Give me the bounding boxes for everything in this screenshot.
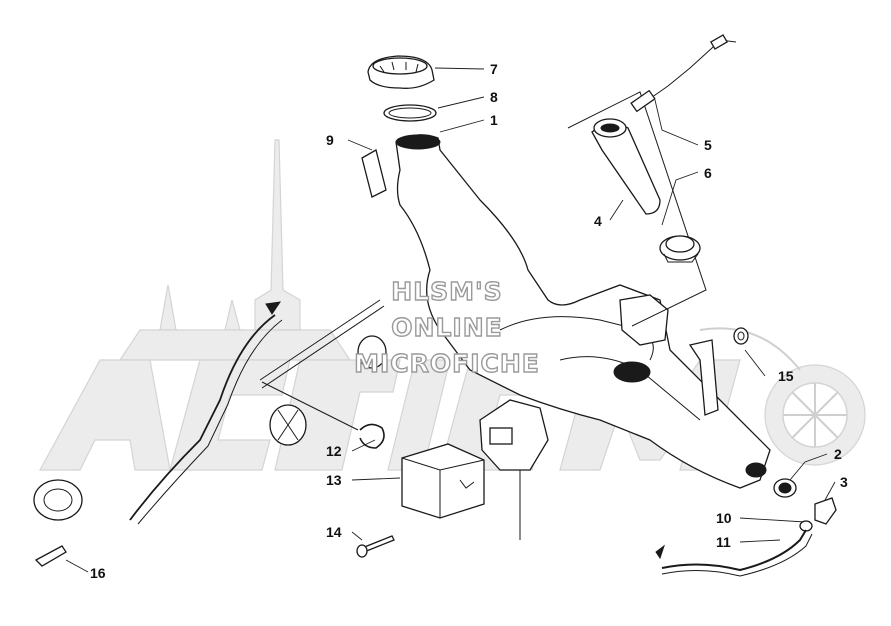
elbow-fitting-part[interactable] xyxy=(814,497,837,525)
nut-part[interactable] xyxy=(733,327,749,345)
decal-part[interactable] xyxy=(361,149,387,198)
callout-labels: 7 8 1 9 5 6 4 15 2 3 10 11 12 13 14 16 xyxy=(90,61,848,581)
sender-nut-part[interactable] xyxy=(659,235,701,263)
callout-11: 11 xyxy=(716,534,731,550)
callout-12: 12 xyxy=(326,443,342,459)
callout-1: 1 xyxy=(490,112,498,128)
clip-part[interactable] xyxy=(359,423,385,449)
callout-14: 14 xyxy=(326,524,342,540)
fuel-sender-part[interactable] xyxy=(591,118,661,215)
callout-7: 7 xyxy=(490,61,498,77)
vent-hose-part[interactable] xyxy=(655,529,813,577)
mounting-block-part[interactable] xyxy=(401,443,485,519)
callout-10: 10 xyxy=(716,510,732,526)
callout-6: 6 xyxy=(704,165,712,181)
hlsm-watermark: HLSM'S ONLINE MICROFICHE xyxy=(353,276,540,378)
callout-5: 5 xyxy=(704,137,712,153)
fuel-sender-wire-part[interactable] xyxy=(630,34,737,113)
bolt-part[interactable] xyxy=(356,535,395,558)
callout-9: 9 xyxy=(326,132,334,148)
leader-lines xyxy=(65,67,836,573)
cap-gasket-part[interactable] xyxy=(383,104,437,122)
callout-8: 8 xyxy=(490,89,498,105)
watermark-line-1: HLSM'S xyxy=(391,277,502,306)
watermark-line-2: ONLINE xyxy=(391,313,502,342)
callout-4: 4 xyxy=(594,213,602,229)
callout-2: 2 xyxy=(834,446,842,462)
fuel-line-assembly-part[interactable] xyxy=(33,299,387,567)
fuel-valve-part[interactable] xyxy=(479,399,549,540)
callout-13: 13 xyxy=(326,472,342,488)
callout-3: 3 xyxy=(840,474,848,490)
fuel-cap-part[interactable] xyxy=(367,55,435,89)
hose-clamp-part[interactable] xyxy=(799,520,813,532)
watermark-line-3: MICROFICHE xyxy=(354,349,540,378)
fuel-tank-part[interactable] xyxy=(395,134,771,489)
sender-assembly-frame xyxy=(567,91,707,327)
grommet-part[interactable] xyxy=(773,478,797,498)
callout-15: 15 xyxy=(778,368,794,384)
callout-16: 16 xyxy=(90,565,106,581)
